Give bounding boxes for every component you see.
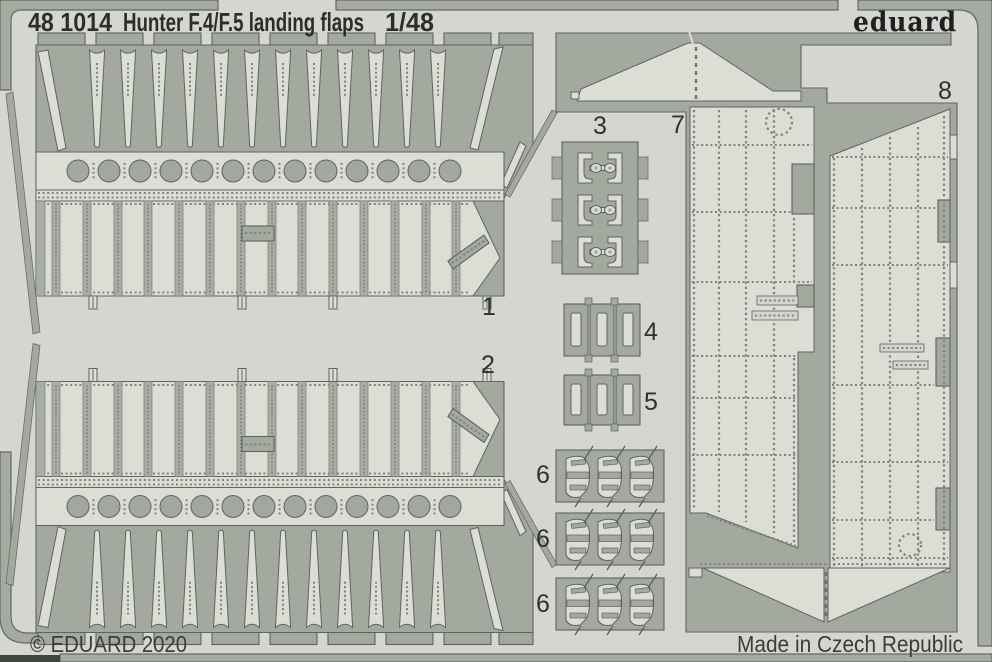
part-label-6b: 6 [536,525,550,553]
part-label-3: 3 [593,112,607,140]
brand-logo: eduard [853,7,957,38]
copyright-text: © EDUARD 2020 [30,631,187,657]
product-title: Hunter F.4/F.5 landing flaps [123,7,364,37]
part-label-6a: 6 [536,461,550,489]
part-label-1: 1 [482,293,496,321]
made-in-text: Made in Czech Republic [737,631,963,657]
part-label-4: 4 [644,318,658,346]
frame-corner-shadow [0,655,60,662]
part-label-5: 5 [644,388,658,416]
fold-piece-top [570,30,802,102]
fold-piece-bottom [688,562,951,623]
bracket-set-4 [563,297,641,363]
part-label-2: 2 [481,351,495,379]
bracket-set-5 [563,368,641,432]
skin-panel-8 [829,108,958,573]
frame-top-left [0,0,219,91]
frame-top-right [857,0,992,647]
flap-assembly-2 [6,344,557,645]
clip-group-6c [556,574,664,635]
skin-panel-7 [689,106,815,549]
hinge-set-3 [551,141,649,275]
part-label-6c: 6 [536,590,550,618]
flap-assembly-1 [6,33,557,334]
product-code: 48 1014 [28,7,112,37]
clip-group-6a [556,446,664,507]
part-label-8: 8 [938,77,952,105]
frame-top-middle [335,0,839,11]
scale-label: 1/48 [385,7,434,37]
clip-group-6b [556,509,664,570]
part-label-7: 7 [671,111,685,139]
